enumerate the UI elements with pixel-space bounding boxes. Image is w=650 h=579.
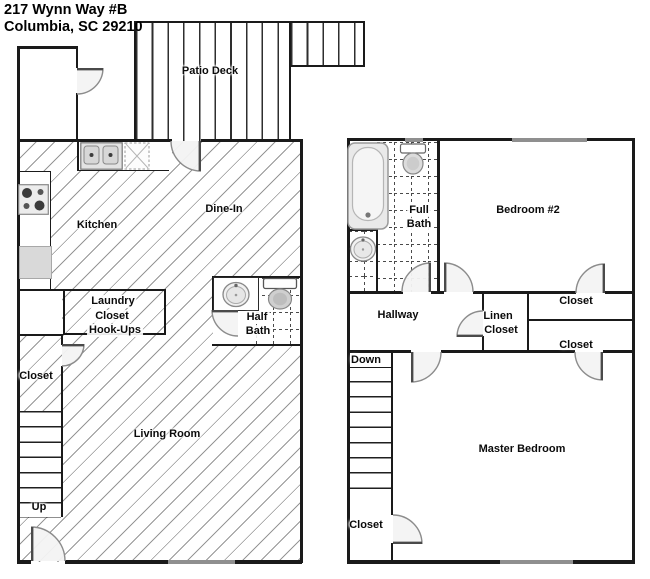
wall-segment — [423, 137, 512, 141]
wall-segment — [573, 560, 635, 564]
patio-deck-extension — [291, 21, 365, 67]
wall-segment — [437, 140, 440, 292]
wall-segment — [17, 46, 78, 49]
wall-segment — [482, 336, 484, 352]
counter-edge — [77, 169, 169, 171]
wall-segment — [587, 137, 635, 141]
wall-segment — [75, 46, 78, 68]
half-bath-door — [211, 309, 239, 337]
label-laundry-1: Laundry — [89, 295, 137, 308]
refrigerator — [19, 246, 52, 279]
label-laundry-2: Closet — [93, 310, 131, 323]
label-kitchen: Kitchen — [76, 219, 118, 231]
wall-segment — [65, 560, 168, 564]
wall-segment — [17, 46, 20, 140]
wall-segment — [61, 366, 63, 517]
wall-segment — [347, 350, 411, 353]
laundry-side-gap — [18, 291, 62, 334]
wall-segment — [527, 318, 635, 321]
wall-segment — [391, 543, 393, 562]
wall-segment — [61, 333, 63, 345]
wall-segment — [17, 139, 20, 563]
label-full-bath-1: Full — [407, 204, 431, 217]
bedroom-2-window — [512, 137, 587, 142]
full-bath-door — [401, 262, 432, 293]
label-patio-deck: Patio Deck — [181, 65, 239, 77]
full-bath-window — [405, 137, 423, 142]
wall-segment — [299, 139, 303, 563]
kitchen-edge — [49, 171, 51, 290]
label-stairs-down: Down — [351, 354, 381, 366]
wall-segment — [473, 291, 576, 294]
label-dine-in: Dine-In — [205, 203, 243, 215]
half-bath-sink — [222, 281, 250, 308]
full-bath-toilet — [399, 143, 427, 175]
wall-segment — [212, 343, 302, 346]
wall-segment — [347, 560, 500, 564]
wall-segment — [605, 291, 635, 294]
counter-edge — [77, 139, 79, 171]
down-box-edge — [347, 366, 392, 368]
address-line-2: Columbia, SC 29210 — [4, 19, 143, 35]
label-half-bath-1: Half — [244, 311, 270, 324]
label-linen-2: Closet — [484, 324, 518, 336]
wall-segment — [391, 350, 393, 515]
label-closet-first-floor: Closet — [19, 370, 53, 382]
label-full-bath-2: Bath — [404, 218, 434, 231]
bathtub — [347, 142, 389, 230]
wall-segment — [17, 288, 166, 291]
label-half-bath-2: Bath — [243, 325, 273, 338]
full-bath-sink — [349, 236, 377, 262]
stairs-up-treads — [18, 411, 61, 518]
label-master-bedroom: Master Bedroom — [478, 443, 566, 455]
first-floor-closet-door — [61, 343, 85, 367]
label-living-room: Living Room — [133, 428, 201, 440]
wall-segment — [527, 293, 529, 352]
wall-segment — [17, 139, 172, 142]
wall-segment — [375, 228, 378, 293]
wall-segment — [75, 93, 78, 140]
label-master-closet-upper: Closet — [559, 339, 593, 351]
wall-segment — [482, 293, 484, 311]
stove — [18, 184, 49, 215]
dishwasher — [124, 142, 150, 170]
stairs-down-treads — [347, 381, 391, 489]
wall-segment — [431, 291, 444, 294]
kitchen-edge — [18, 171, 50, 173]
wall-segment — [213, 275, 302, 278]
master-closet-upper-door — [574, 351, 604, 381]
front-entry-door — [30, 526, 66, 562]
label-bedroom-2-closet: Closet — [559, 295, 593, 307]
patio-door — [170, 140, 202, 172]
label-hallway: Hallway — [377, 309, 419, 321]
wall-segment — [17, 560, 31, 564]
living-room-window — [168, 559, 235, 564]
bedroom-2-door — [443, 262, 474, 293]
wall-segment — [441, 350, 575, 353]
master-closet-lower-door — [392, 514, 423, 545]
label-stairs-up: Up — [31, 501, 47, 513]
address-line-1: 217 Wynn Way #B — [4, 2, 128, 18]
plan-title: 217 Wynn Way #B Columbia, SC 29210 — [4, 2, 143, 36]
wall-segment — [17, 333, 63, 336]
wall-segment — [347, 137, 405, 141]
label-linen-1: Linen — [483, 310, 513, 322]
kitchen-sink — [80, 142, 123, 170]
patio-deck — [134, 21, 291, 141]
label-laundry-3: Hook-Ups — [87, 324, 143, 337]
wall-segment — [235, 560, 302, 564]
label-bedroom-2: Bedroom #2 — [496, 204, 560, 216]
wall-segment — [603, 350, 635, 353]
bedroom-2-closet-door — [575, 263, 606, 294]
label-master-closet-lower: Closet — [349, 519, 383, 531]
wall-segment — [347, 291, 403, 294]
master-bedroom-window — [500, 559, 573, 564]
wall-segment — [201, 139, 302, 142]
master-bedroom-door — [410, 351, 442, 383]
linen-closet-door — [456, 310, 484, 338]
storage-room-door — [76, 67, 104, 95]
half-bath-toilet — [262, 277, 298, 310]
